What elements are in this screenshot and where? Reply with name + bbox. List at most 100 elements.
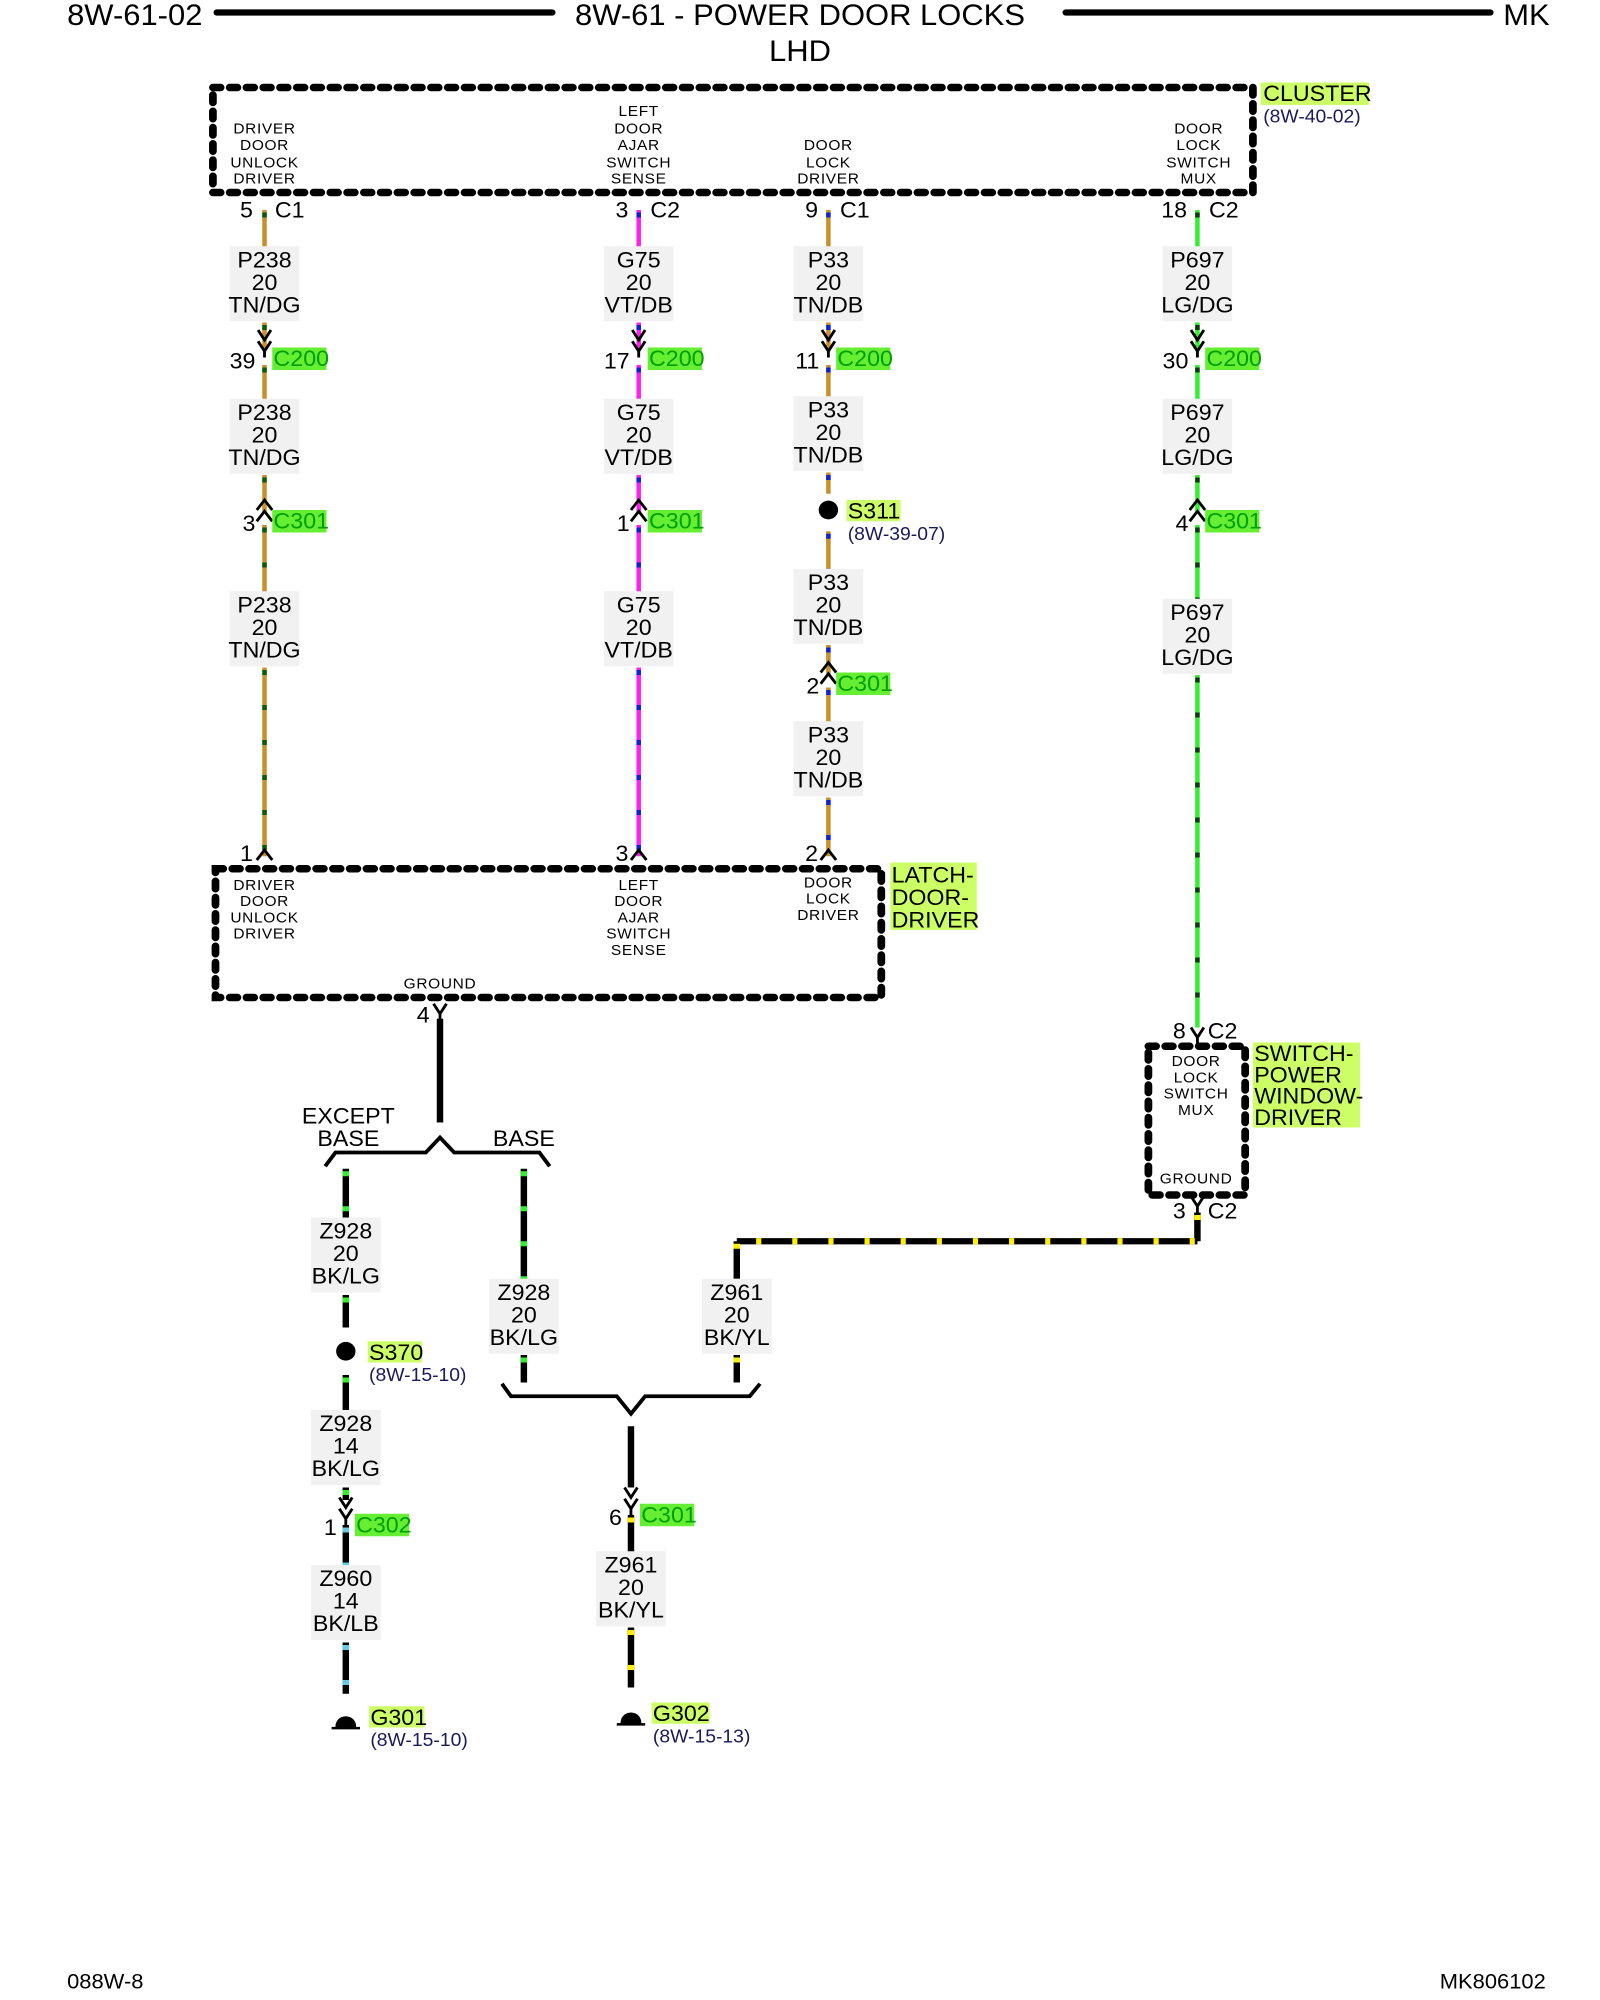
wire-label-line: Z961	[710, 1279, 763, 1305]
splice-s370[interactable]: S370 (8W-15-10)	[336, 1339, 467, 1386]
wire-label-line: LG/DG	[1161, 444, 1233, 470]
cluster-pin-label-line: MUX	[1181, 171, 1217, 188]
latch-name-line: DOOR-	[892, 884, 969, 910]
wire-label-line: 20	[618, 1574, 644, 1600]
cluster-pin-number: 3	[615, 197, 628, 223]
latch-pin-label-line: AJAR	[618, 910, 660, 927]
connector-chevron-icon	[623, 1486, 639, 1501]
connector-highlight	[272, 510, 327, 533]
wire-label-line: TN/DB	[794, 767, 864, 793]
cluster-connector-id: C1	[275, 197, 305, 223]
connector-highlight	[647, 347, 702, 370]
switch-pin-label-line: DOOR	[1172, 1053, 1221, 1070]
latch-pin-label-line: DRIVER	[797, 907, 859, 924]
connector-id: C301	[837, 671, 893, 697]
connector-pin-number: 3	[243, 511, 256, 537]
latch-name-line: DRIVER	[892, 907, 980, 933]
latch-pin-label-line: DOOR	[804, 875, 853, 892]
wire-label-line: 14	[333, 1588, 359, 1614]
latch-pin-number: 3	[615, 841, 628, 867]
option-label-base: BASE	[493, 1126, 555, 1152]
ground-g301[interactable]: G301 (8W-15-10)	[331, 1704, 468, 1751]
wire-label-line: G75	[617, 399, 661, 425]
wire-label-line: VT/DB	[605, 292, 673, 318]
cluster-pin-label-line: SWITCH	[1166, 155, 1231, 172]
latch-name-line: LATCH-	[892, 862, 974, 888]
footer-right-code: MK806102	[1440, 1969, 1546, 1994]
wire-label-line: BK/LB	[313, 1611, 379, 1637]
wire-label-line: 20	[626, 269, 652, 295]
option-brace-top	[323, 1134, 552, 1168]
cluster-component[interactable]: CLUSTER (8W-40-02) DRIVER DOOR UNLOCK DR…	[209, 81, 1372, 223]
wire-label-line: 20	[815, 592, 841, 618]
option-label-except-base: EXCEPT	[302, 1103, 395, 1129]
connector-id: C302	[356, 1512, 412, 1538]
wire-label-bg	[701, 1278, 772, 1354]
cluster-pin-label-line: DRIVER	[233, 171, 295, 188]
cluster-connector-id: C2	[650, 197, 680, 223]
wire-label-line: P33	[808, 397, 849, 423]
switch-connector-id: C2	[1208, 1018, 1238, 1044]
wire-label-line: 20	[1185, 422, 1211, 448]
connector-pin-number: 1	[324, 1514, 337, 1540]
wire-label-bg	[793, 721, 864, 797]
wire-label-line: 20	[252, 422, 278, 448]
ground-name: G301	[370, 1704, 427, 1730]
connector-id: C301	[1206, 508, 1262, 534]
connector-highlight	[1205, 510, 1260, 533]
wire-label-line: 20	[1185, 622, 1211, 648]
latch-pin-number: 4	[417, 1002, 430, 1028]
cluster-pin-label-line: SENSE	[611, 171, 667, 188]
cluster-pin-label-line: LOCK	[1176, 137, 1221, 154]
latch-pin-label-line: SENSE	[611, 942, 667, 959]
connector-chevron-icon	[631, 329, 647, 343]
connector-chevron-icon	[820, 329, 837, 343]
switch-name-line: WINDOW-	[1254, 1083, 1363, 1109]
latch-pin-label-line: LEFT	[618, 877, 658, 894]
latch-component[interactable]: LATCH- DOOR- DRIVER DRIVER DOOR UNLOCK D…	[211, 841, 980, 1028]
latch-ground-label: GROUND	[404, 976, 477, 993]
ground-g302[interactable]: G302 (8W-15-13)	[616, 1701, 751, 1748]
connector-symbols	[255, 329, 1207, 1525]
wire-label-bg	[229, 591, 300, 667]
wire-label-bg	[1162, 398, 1233, 474]
switch-name-line: POWER	[1254, 1062, 1342, 1088]
switch-outline	[1144, 1042, 1250, 1199]
wire-label-line: 20	[626, 614, 652, 640]
wire-label-line: TN/DG	[228, 444, 300, 470]
page-subtitle: LHD	[769, 35, 831, 68]
cluster-pin-labels: DRIVER DOOR UNLOCK DRIVER LEFT DOOR AJAR…	[230, 103, 1231, 188]
splice-highlight	[367, 1341, 422, 1363]
connector-y-icon	[1189, 1195, 1206, 1213]
page-number-left: 8W-61-02	[67, 0, 202, 32]
switch-highlight	[1252, 1042, 1360, 1128]
header: 8W-61-02 8W-61 - POWER DOOR LOCKS MK LHD	[67, 0, 1550, 68]
wire-label-line: VT/DB	[605, 637, 673, 663]
connector-caret-icon	[819, 660, 838, 674]
wire-label-line: BK/LG	[312, 1456, 380, 1482]
switch-component[interactable]: SWITCH- POWER WINDOW- DRIVER DOOR LOCK S…	[1144, 1018, 1363, 1224]
wire-label-bg	[489, 1278, 559, 1354]
wire-label-line: P238	[237, 592, 291, 618]
option-brace-bottom	[500, 1382, 762, 1417]
inline-connector[interactable]: C302 1	[324, 1512, 412, 1540]
splice-s311[interactable]: S311 (8W-39-07)	[818, 498, 946, 545]
connector-y-icon	[1189, 1026, 1206, 1044]
